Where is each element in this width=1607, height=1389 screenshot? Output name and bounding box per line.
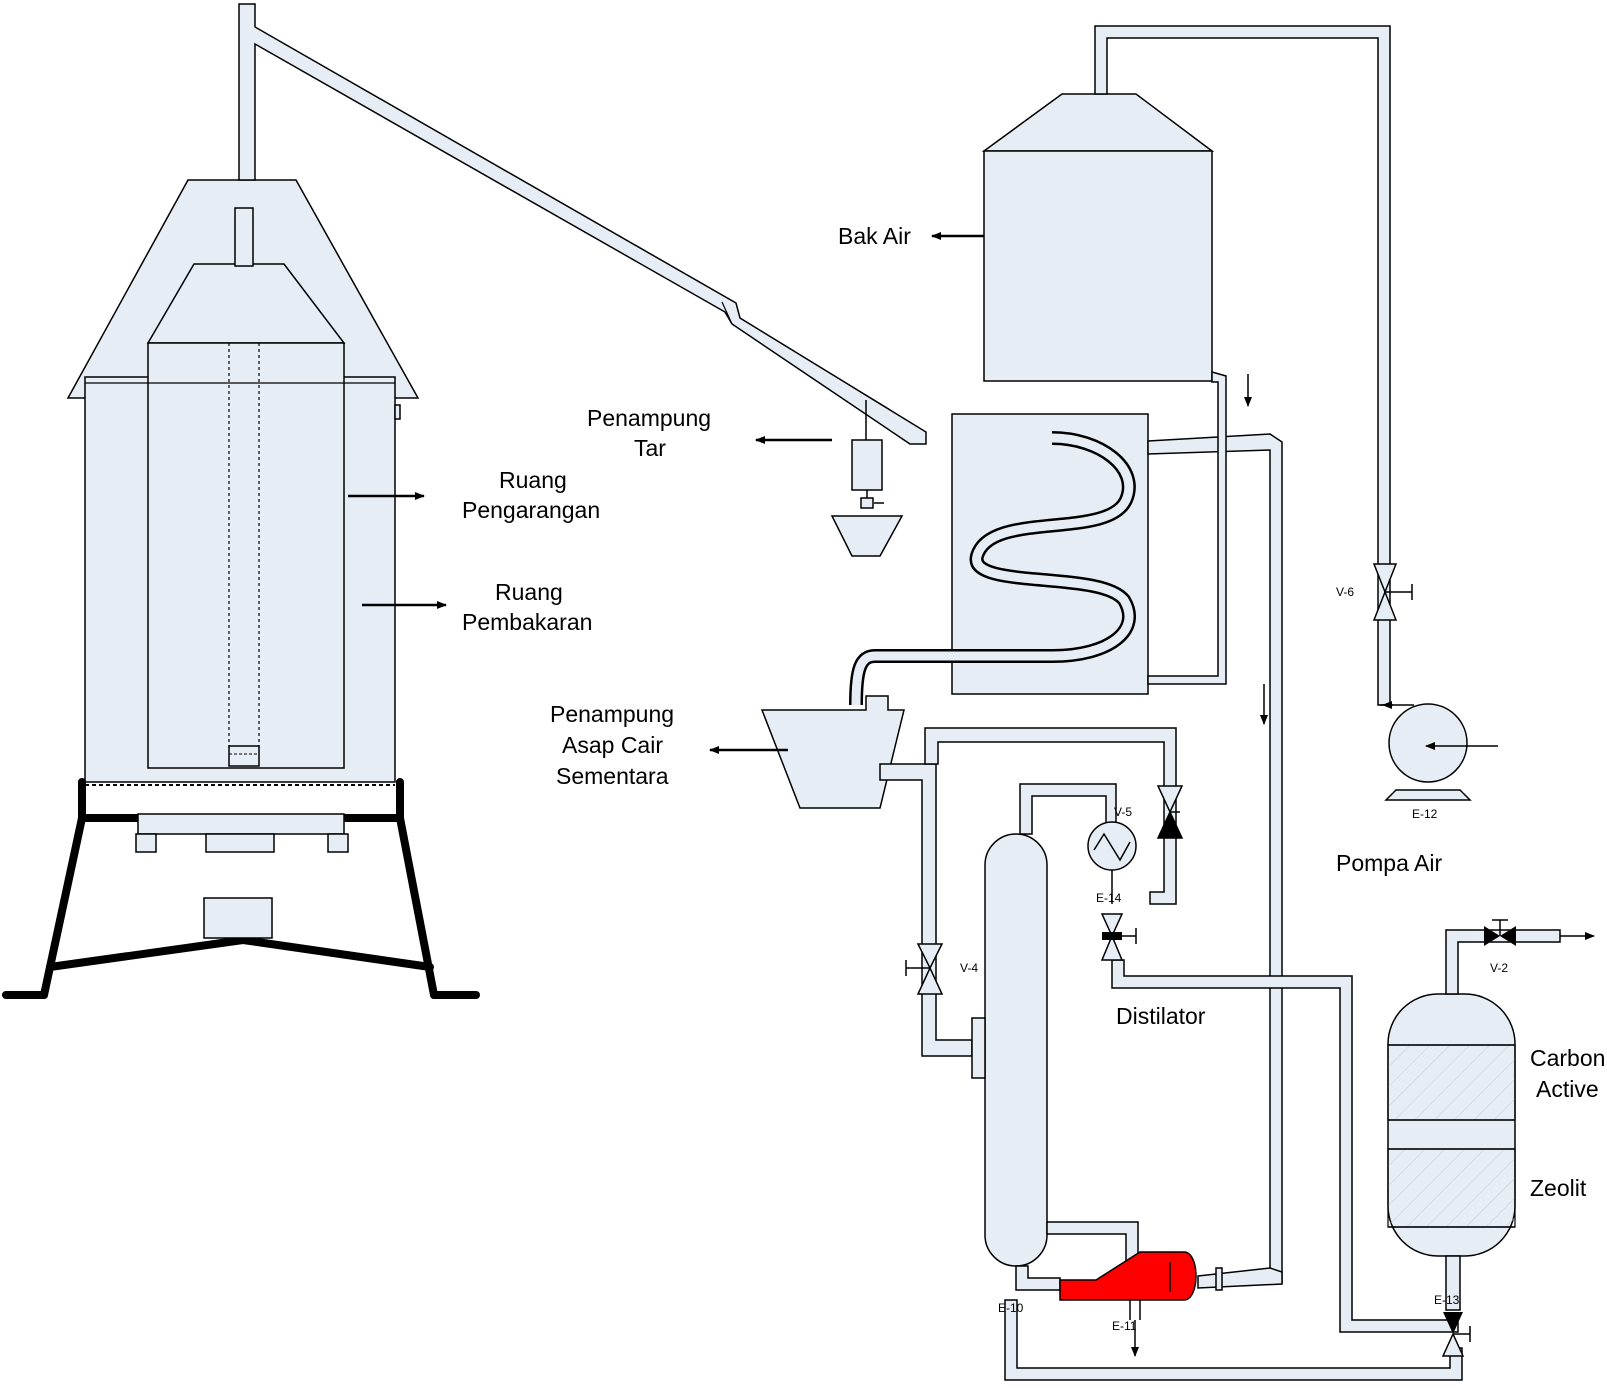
tar-collector xyxy=(830,400,904,557)
label-penampung-tar-2: Tar xyxy=(634,435,666,461)
condenser xyxy=(849,371,1283,1284)
valve-v5[interactable] xyxy=(1156,785,1184,839)
label-bak-air: Bak Air xyxy=(838,223,911,249)
valve-v2[interactable] xyxy=(1484,919,1516,946)
temp-collector xyxy=(760,695,1177,1057)
label-penampung-asap-2: Asap Cair xyxy=(562,732,663,758)
kiln xyxy=(2,179,480,999)
label-penampung-asap-3: Sementara xyxy=(556,763,669,789)
label-ruang-pembakaran-2: Pembakaran xyxy=(462,609,592,635)
label-penampung-asap-1: Penampung xyxy=(550,701,674,727)
valve-v4[interactable] xyxy=(905,943,944,995)
tag-v5: V-5 xyxy=(1114,805,1132,819)
tag-e10: E-10 xyxy=(998,1301,1024,1315)
label-pompa-air: Pompa Air xyxy=(1336,850,1442,876)
label-distilator: Distilator xyxy=(1116,1003,1206,1029)
tag-e11: E-11 xyxy=(1112,1319,1137,1333)
tag-e13: E-13 xyxy=(1434,1293,1460,1307)
label-ruang-pengarangan-2: Pengarangan xyxy=(462,497,600,523)
valve-e13[interactable] xyxy=(1441,1312,1471,1357)
adsorber xyxy=(1387,929,1595,1311)
label-carbon-2: Active xyxy=(1536,1076,1599,1102)
flow-arrows xyxy=(348,232,1268,754)
tag-v2: V-2 xyxy=(1490,961,1508,975)
label-carbon-1: Carbon xyxy=(1530,1045,1605,1071)
tag-v6: V-6 xyxy=(1336,585,1354,599)
water-pump xyxy=(1380,701,1498,801)
label-zeolit: Zeolit xyxy=(1530,1175,1587,1201)
tag-v4: V-4 xyxy=(960,961,978,975)
valve-v6[interactable] xyxy=(1372,563,1413,621)
label-ruang-pengarangan-1: Ruang xyxy=(499,467,567,493)
smoke-pipe xyxy=(238,3,927,445)
tag-e14: E-14 xyxy=(1096,891,1122,905)
label-ruang-pembakaran-1: Ruang xyxy=(495,579,563,605)
valve-e14[interactable] xyxy=(1100,913,1137,961)
label-penampung-tar-1: Penampung xyxy=(587,405,711,431)
water-pump-line xyxy=(1094,25,1391,706)
tag-e12: E-12 xyxy=(1412,807,1438,821)
distillation-column xyxy=(971,783,1463,1381)
reboiler xyxy=(1059,1251,1283,1357)
water-tank xyxy=(981,93,1215,382)
